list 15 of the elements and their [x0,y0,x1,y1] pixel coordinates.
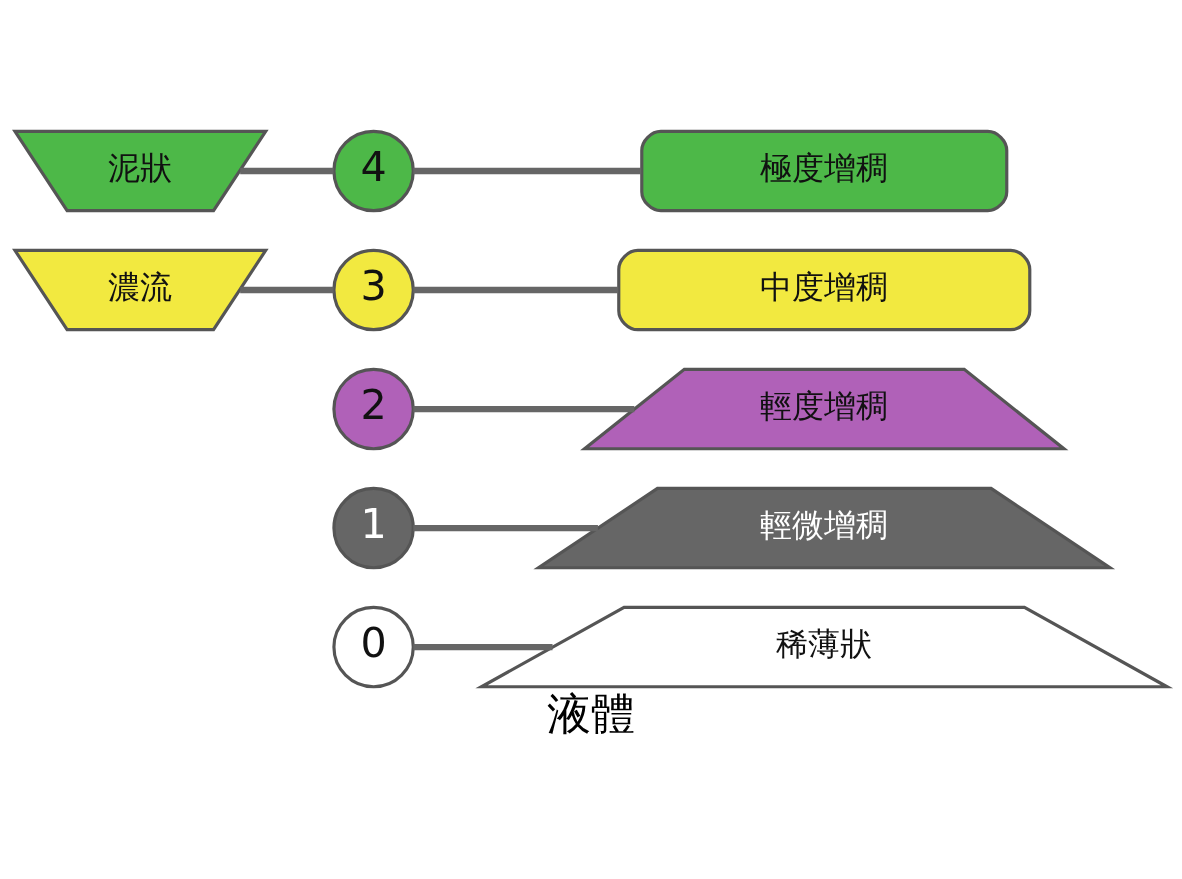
caption: 液體 [547,687,635,739]
node-circle: 4 [332,129,415,212]
connector [413,643,553,650]
node-circle: 2 [332,367,415,450]
node-box: 極度增稠 [640,129,1009,212]
node-circle: 0 [332,605,415,688]
node-circle: 1 [332,486,415,569]
connector [240,167,334,174]
node-circle: 3 [332,248,415,331]
connector [413,286,619,293]
connector [413,405,635,412]
connector [413,167,642,174]
node-box: 中度增稠 [617,248,1032,331]
connector [413,524,598,531]
connector [240,286,334,293]
